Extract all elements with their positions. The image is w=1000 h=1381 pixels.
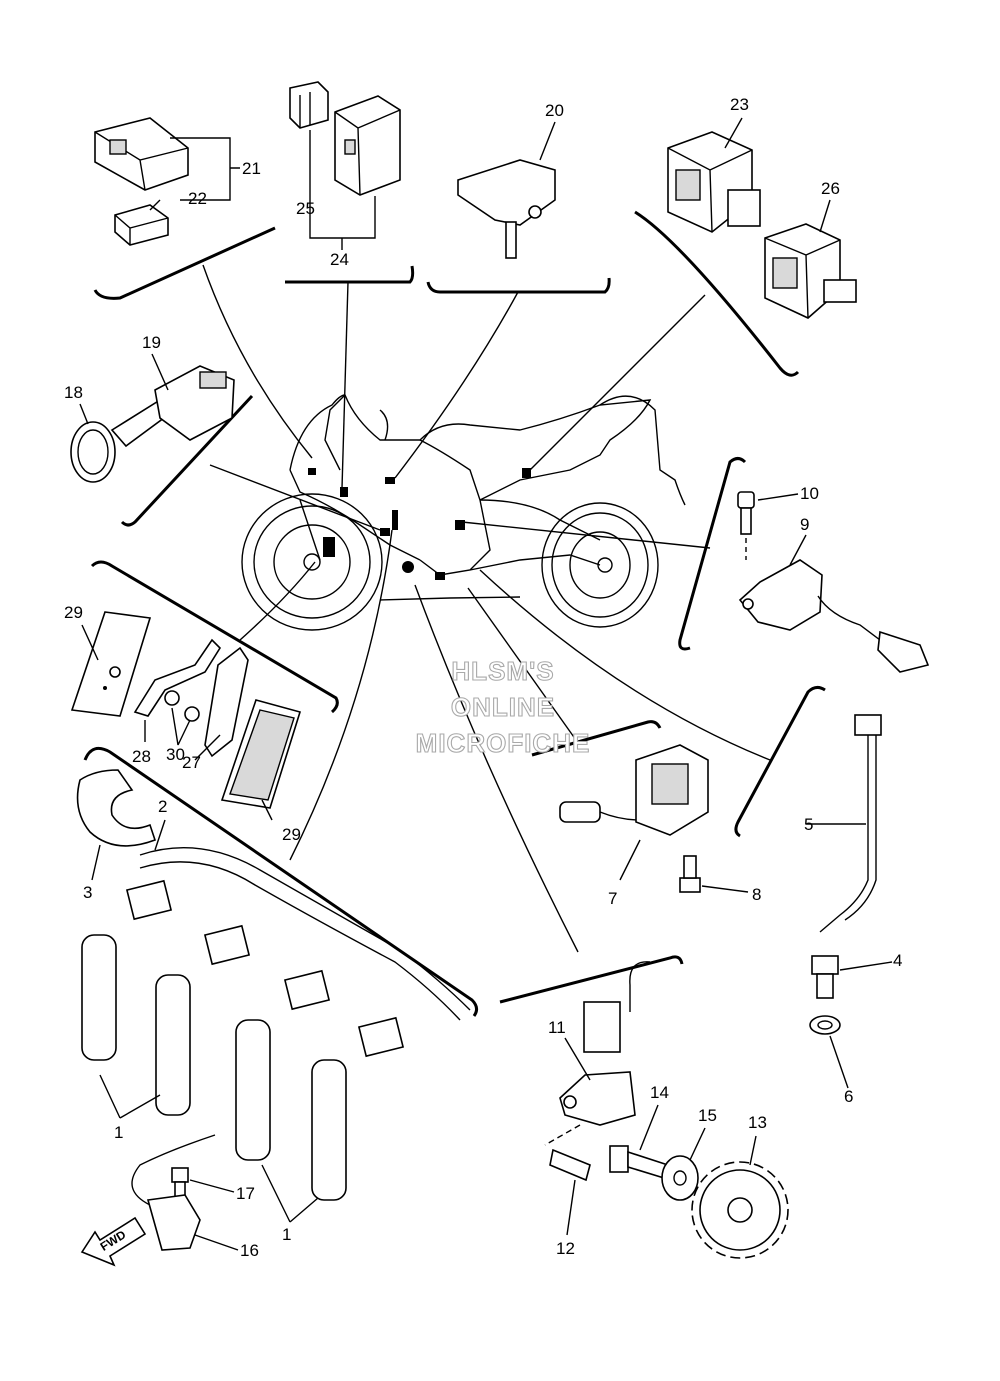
part-23-module[interactable]: [667, 131, 761, 233]
boundary-4-6: [734, 685, 826, 838]
boundary-9-10: [678, 457, 747, 651]
watermark-line-2: ONLINE: [451, 692, 555, 722]
part-24-relay[interactable]: [334, 95, 401, 196]
callout-label: 1: [114, 1123, 123, 1142]
boundary-23-26: [634, 210, 800, 377]
part-7-sensor[interactable]: [559, 744, 709, 836]
callout-label: 16: [240, 1241, 259, 1260]
callout-label: 7: [608, 889, 617, 908]
part-10-bolt[interactable]: [737, 491, 755, 560]
callout-label: 1: [282, 1225, 291, 1244]
part-14-bolt[interactable]: [609, 1145, 669, 1179]
part-29-reflector[interactable]: [70, 611, 152, 717]
callout-label: 29: [282, 825, 301, 844]
part-16-sensor[interactable]: [131, 1134, 216, 1251]
part-5-lead[interactable]: [819, 714, 882, 933]
leader-lines: [202, 264, 771, 953]
watermark: HLSM'S ONLINE MICROFICHE: [415, 655, 591, 758]
callout-label: 25: [296, 199, 315, 218]
part-13-gear[interactable]: [691, 1161, 789, 1259]
callout-label: 4: [893, 951, 902, 970]
callout-label: 30: [166, 745, 185, 764]
part-18-washer[interactable]: [70, 421, 116, 483]
front-wheel: [241, 493, 383, 631]
boundary-1-3: [83, 746, 479, 1017]
callout-label: 8: [752, 885, 761, 904]
callout-labels: 1 1 2 3 4 5 6 7 8 9 10 11 12 13 14 15 16…: [64, 95, 902, 1260]
boundary-18-19: [120, 394, 254, 527]
callout-label: 14: [650, 1083, 669, 1102]
callout-label: 12: [556, 1239, 575, 1258]
watermark-line-1: HLSM'S: [451, 656, 554, 686]
part-19-sensor[interactable]: [110, 365, 235, 448]
part-6-washer[interactable]: [809, 1015, 841, 1035]
part-27-bracket[interactable]: [204, 646, 302, 809]
part-21-relay[interactable]: [94, 117, 189, 191]
callout-label: 21: [242, 159, 261, 178]
callout-label: 22: [188, 189, 207, 208]
boundary-11-15: [499, 955, 684, 1004]
callout-label: 17: [236, 1184, 255, 1203]
boundary-27-30: [90, 560, 339, 714]
callout-label: 26: [821, 179, 840, 198]
callout-leaders: [79, 117, 893, 1251]
fwd-arrow: FWD: [80, 1216, 147, 1267]
callout-label: 11: [548, 1018, 566, 1037]
callout-label: 27: [182, 753, 201, 772]
motorcycle-illustration: [241, 394, 686, 631]
callout-label: 2: [158, 797, 167, 816]
group-boundaries: [83, 210, 826, 1017]
rear-wheel: [541, 502, 659, 628]
part-26-module[interactable]: [764, 223, 857, 319]
part-28-bracket[interactable]: [109, 638, 222, 717]
boundary-24-25: [285, 265, 415, 284]
part-30-nut[interactable]: [164, 690, 200, 722]
callout-label: 20: [545, 101, 564, 120]
part-25-connector[interactable]: [289, 81, 329, 129]
part-9-sensor[interactable]: [738, 559, 930, 673]
part-22-coupler[interactable]: [114, 204, 169, 246]
part-11-sensor[interactable]: [544, 961, 651, 1146]
boundary-20: [426, 277, 611, 294]
boundary-7-8: [531, 720, 662, 757]
part-8-bolt[interactable]: [679, 855, 701, 893]
callout-label: 19: [142, 333, 161, 352]
part-20-sensor[interactable]: [457, 159, 556, 259]
callout-label: 3: [83, 883, 92, 902]
callout-label: 28: [132, 747, 151, 766]
part-4-switch[interactable]: [811, 955, 839, 999]
part-3-band[interactable]: [76, 769, 157, 847]
part-1-ignition-coils[interactable]: [81, 934, 347, 1201]
part-2-harness[interactable]: [125, 847, 471, 1058]
callout-label: 24: [330, 250, 349, 269]
callout-label: 6: [844, 1087, 853, 1106]
callout-label: 9: [800, 515, 809, 534]
callout-label: 23: [730, 95, 749, 114]
part-15-washer[interactable]: [661, 1155, 699, 1201]
boundary-21-22: [93, 226, 276, 300]
callout-label: 13: [748, 1113, 767, 1132]
callout-label: 18: [64, 383, 83, 402]
callout-label: 15: [698, 1106, 717, 1125]
watermark-line-3: MICROFICHE: [416, 728, 591, 758]
part-12-bolt[interactable]: [549, 1148, 591, 1182]
callout-label: 29: [64, 603, 83, 622]
callout-label: 10: [800, 484, 819, 503]
